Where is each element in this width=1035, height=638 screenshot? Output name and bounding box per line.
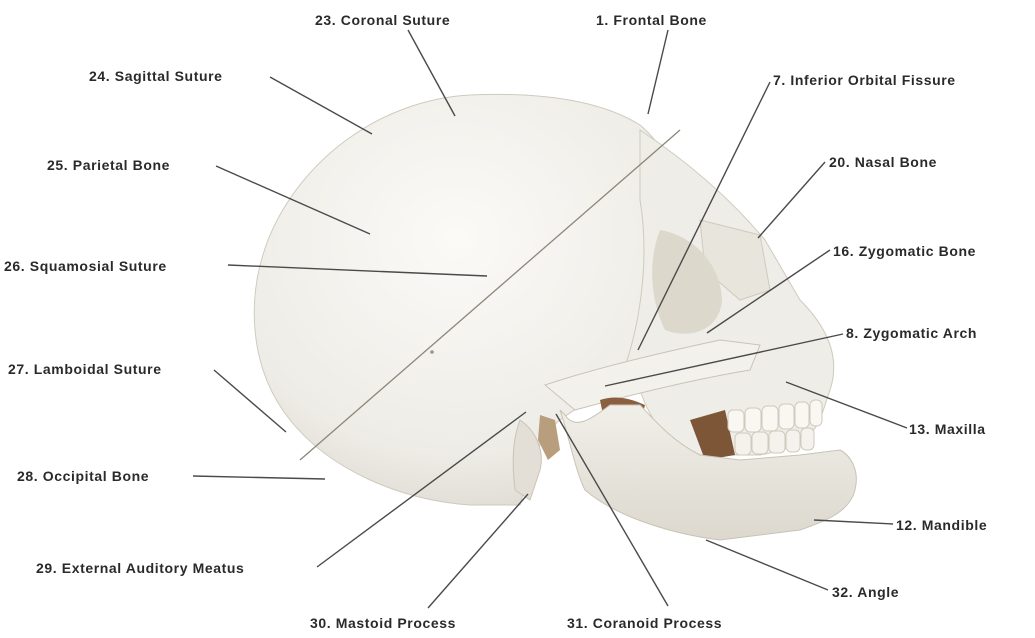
label-zygomatic-bone: 16. Zygomatic Bone — [833, 243, 976, 259]
leader-mastoid-process — [428, 494, 528, 608]
label-zygomatic-arch: 8. Zygomatic Arch — [846, 325, 977, 341]
leader-occipital-bone — [193, 476, 325, 479]
leader-frontal-bone — [648, 30, 668, 114]
label-frontal-bone: 1. Frontal Bone — [596, 12, 707, 28]
skull-illustration — [254, 94, 856, 540]
label-sagittal-suture: 24. Sagittal Suture — [89, 68, 223, 84]
leader-angle — [706, 540, 828, 590]
label-coronoid-process: 31. Coranoid Process — [567, 615, 722, 631]
label-parietal-bone: 25. Parietal Bone — [47, 157, 170, 173]
label-occipital-bone: 28. Occipital Bone — [17, 468, 149, 484]
leader-sagittal-suture — [270, 77, 372, 134]
foramen-dot — [430, 350, 434, 354]
label-lamboidal-suture: 27. Lamboidal Suture — [8, 361, 162, 377]
label-coronal-suture: 23. Coronal Suture — [315, 12, 450, 28]
label-squamosal-suture: 26. Squamosial Suture — [4, 258, 167, 274]
label-nasal-bone: 20. Nasal Bone — [829, 154, 937, 170]
label-angle: 32. Angle — [832, 584, 899, 600]
leader-nasal-bone — [758, 162, 825, 238]
label-external-auditory-meatus: 29. External Auditory Meatus — [36, 560, 244, 576]
label-maxilla: 13. Maxilla — [909, 421, 986, 437]
leader-mandible — [814, 520, 893, 524]
label-mastoid-process: 30. Mastoid Process — [310, 615, 456, 631]
label-mandible: 12. Mandible — [896, 517, 987, 533]
label-inferior-orbital-fissure: 7. Inferior Orbital Fissure — [773, 72, 956, 88]
